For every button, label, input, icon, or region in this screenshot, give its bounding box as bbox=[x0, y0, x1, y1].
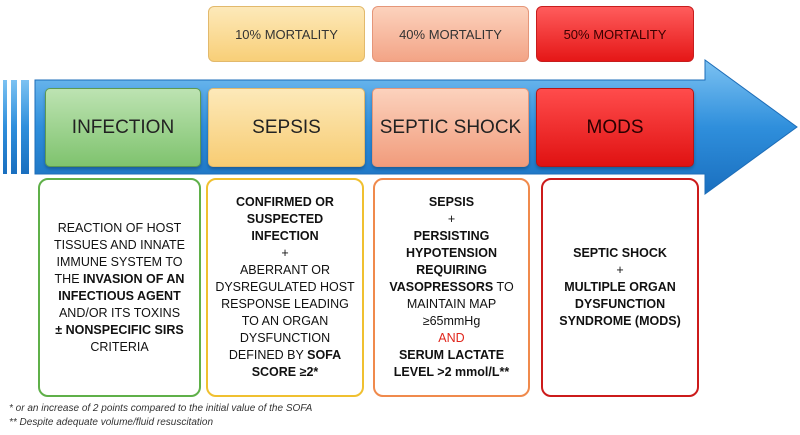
sepsis-mortality-badge: 10% MORTALITY bbox=[208, 6, 365, 62]
desc-line: PERSISTING bbox=[413, 229, 490, 243]
footnote-sofa: * or an increase of 2 points compared to… bbox=[9, 403, 313, 414]
desc-line: SUSPECTED bbox=[246, 212, 324, 226]
desc-line: IMMUNE SYSTEM TO bbox=[56, 254, 183, 269]
desc-line: MAINTAIN MAP bbox=[406, 297, 497, 311]
infection-description: REACTION OF HOST TISSUES AND INNATE IMMU… bbox=[38, 178, 201, 397]
desc-text: DEFINED BY bbox=[228, 348, 308, 362]
desc-line: HYPOTENSION bbox=[406, 246, 497, 260]
desc-line: INFECTIOUS AGENT bbox=[58, 288, 181, 303]
desc-line: CRITERIA bbox=[90, 339, 149, 354]
desc-line: LEVEL >2 mmol/L** bbox=[393, 365, 510, 379]
desc-line: DEFINED BY SOFA bbox=[229, 347, 341, 364]
desc-line: SCORE ≥2* bbox=[251, 365, 319, 379]
desc-line: VASOPRESSORS TO bbox=[389, 279, 513, 296]
desc-line: ± NONSPECIFIC SIRS bbox=[55, 322, 184, 337]
desc-text: THE bbox=[54, 271, 84, 286]
desc-line: SEPSIS bbox=[428, 195, 475, 209]
desc-bold-text: SOFA bbox=[307, 348, 342, 362]
desc-bold-text: VASOPRESSORS bbox=[389, 280, 494, 294]
desc-line: RESPONSE LEADING bbox=[221, 297, 349, 311]
desc-line: SYNDROME (MODS) bbox=[559, 314, 681, 328]
stage-septic-shock: SEPTIC SHOCK bbox=[372, 88, 529, 167]
desc-line: TISSUES AND INNATE bbox=[53, 237, 186, 252]
footnote-resuscitation: ** Despite adequate volume/fluid resusci… bbox=[9, 417, 214, 428]
septic-shock-description: SEPSIS + PERSISTING HYPOTENSION REQUIRIN… bbox=[373, 178, 530, 397]
desc-line: SEPTIC SHOCK bbox=[573, 246, 667, 260]
desc-line: ≥65mmHg bbox=[422, 314, 481, 328]
desc-line: ABERRANT OR bbox=[239, 263, 331, 277]
stage-infection: INFECTION bbox=[45, 88, 201, 167]
sepsis-description: CONFIRMED OR SUSPECTED INFECTION + ABERR… bbox=[206, 178, 364, 397]
mods-mortality-badge: 50% MORTALITY bbox=[536, 6, 694, 62]
desc-line: TO AN ORGAN bbox=[241, 314, 329, 328]
septic-shock-mortality-badge: 40% MORTALITY bbox=[372, 6, 529, 62]
arrow-stripe-1 bbox=[3, 80, 7, 174]
desc-line: DYSREGULATED HOST bbox=[215, 280, 355, 294]
desc-bold-text: INVASION OF AN bbox=[83, 271, 185, 286]
desc-line: DYSFUNCTION bbox=[239, 331, 331, 345]
desc-line: MULTIPLE ORGAN bbox=[564, 280, 676, 294]
desc-text: TO bbox=[493, 280, 514, 294]
mods-description: SEPTIC SHOCK + MULTIPLE ORGAN DYSFUNCTIO… bbox=[541, 178, 699, 397]
desc-line: + bbox=[281, 246, 289, 260]
desc-line: SERUM LACTATE bbox=[398, 348, 505, 362]
desc-line: + bbox=[616, 263, 624, 277]
stage-sepsis: SEPSIS bbox=[208, 88, 365, 167]
desc-line: THE INVASION OF AN bbox=[55, 271, 185, 288]
desc-line-and: AND bbox=[438, 331, 465, 345]
arrow-stripe-2 bbox=[11, 80, 17, 174]
desc-line: REQUIRING bbox=[416, 263, 487, 277]
desc-line: AND/OR ITS TOXINS bbox=[58, 305, 181, 320]
desc-line: CONFIRMED OR bbox=[236, 195, 334, 209]
desc-line: + bbox=[447, 212, 456, 226]
desc-line: INFECTION bbox=[251, 229, 319, 243]
desc-line: DYSFUNCTION bbox=[574, 297, 666, 311]
stage-mods: MODS bbox=[536, 88, 694, 167]
desc-line: REACTION OF HOST bbox=[57, 220, 182, 235]
arrow-stripe-3 bbox=[21, 80, 29, 174]
